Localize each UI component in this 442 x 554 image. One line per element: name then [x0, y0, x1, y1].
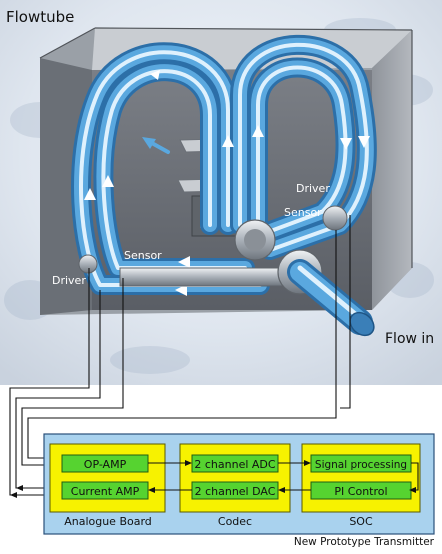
analogue-board-group: [49, 443, 166, 513]
codec-label: Codec: [218, 515, 252, 528]
soc-group: [301, 443, 421, 513]
flowtube-label: Flowtube: [6, 8, 74, 26]
driver-left-label: Driver: [52, 274, 86, 287]
wire-sensor-right: [27, 230, 337, 459]
transmitter-footer-label: New Prototype Transmitter: [294, 536, 435, 548]
sensor-left-label: Sensor: [124, 249, 162, 262]
pi-control-label: PI Control: [334, 485, 387, 498]
wire-driver-right: [340, 215, 351, 409]
signal-wires: [9, 215, 351, 496]
flowtube-loops: [71, 34, 377, 295]
wire-driver-left: [9, 268, 90, 496]
driver-right-label: Driver: [296, 182, 330, 195]
dac-label: 2 channel DAC: [195, 485, 276, 498]
op-amp-label: OP-AMP: [84, 458, 127, 471]
adc-label: 2 channel ADC: [194, 458, 276, 471]
manifold: [78, 205, 348, 295]
block-connections: [148, 460, 419, 493]
wire-sensor-left: [15, 290, 101, 489]
current-amp-block: [61, 481, 149, 500]
signal-processing-label: Signal processing: [315, 459, 407, 471]
current-amp-label: Current AMP: [71, 485, 140, 498]
flow-direction-indicator: [142, 137, 170, 154]
sensor-right-label: Sensor: [284, 206, 322, 219]
analogue-board-label: Analogue Board: [64, 515, 152, 528]
flow-in-label: Flow in: [385, 331, 434, 347]
codec-group: [179, 443, 291, 513]
wire-sensor-left-2: [21, 278, 124, 466]
soc-label: SOC: [349, 515, 373, 528]
flow-arrows: [84, 70, 370, 296]
